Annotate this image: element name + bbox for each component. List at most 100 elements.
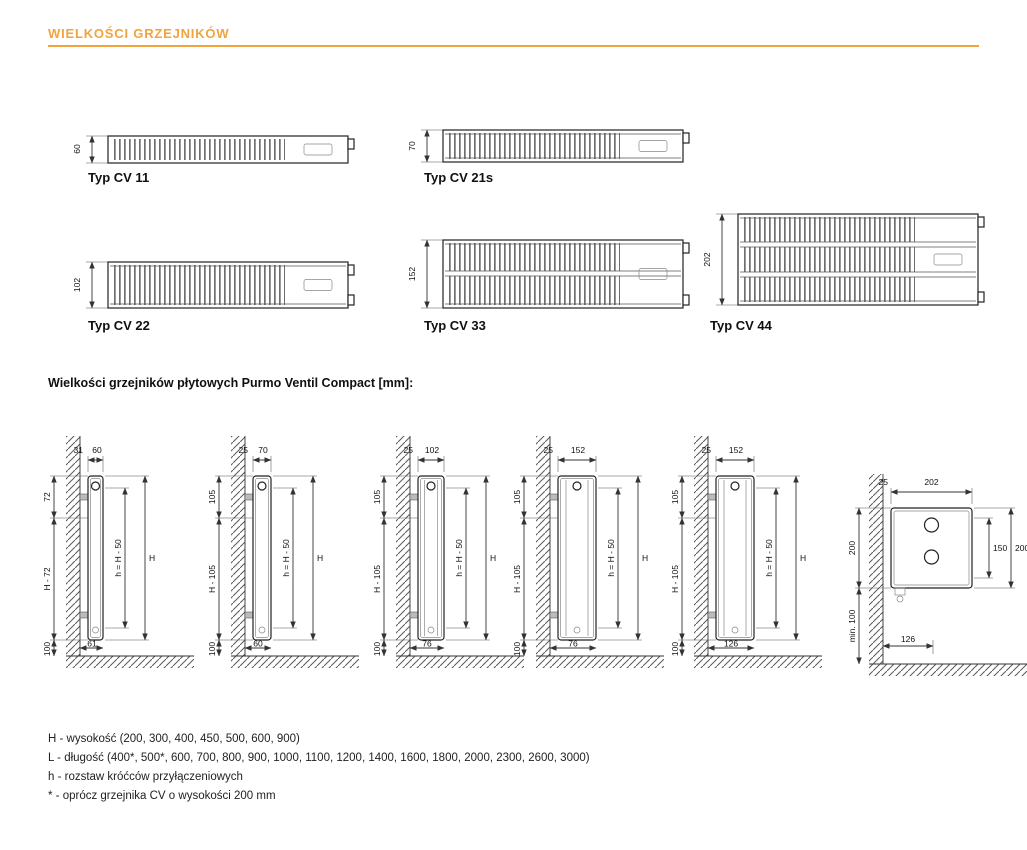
svg-text:H - 105: H - 105: [670, 565, 680, 593]
floor: [536, 655, 664, 668]
svg-text:152: 152: [571, 445, 585, 455]
type-label-cv44: Typ CV 44: [710, 318, 772, 333]
svg-text:202: 202: [924, 477, 938, 487]
legend-line-connections: h - rozstaw króćców przyłączeniowych: [48, 770, 243, 783]
type-label-cv33: Typ CV 33: [424, 318, 486, 333]
plan-view-cv21s: 70: [407, 129, 690, 163]
svg-text:100: 100: [42, 642, 52, 656]
floor: [231, 655, 359, 668]
svg-text:25: 25: [702, 445, 712, 455]
svg-text:70: 70: [407, 141, 417, 151]
radiator-profile: [549, 475, 597, 641]
header-rule: [48, 45, 979, 47]
legend-line-length: L - długość (400*, 500*, 600, 700, 800, …: [48, 751, 590, 764]
legend-line-height: H - wysokość (200, 300, 400, 450, 500, 6…: [48, 733, 300, 745]
svg-text:h = H - 50: h = H - 50: [764, 539, 774, 577]
wall: [396, 436, 411, 656]
type-label-cv11: Typ CV 11: [88, 170, 150, 185]
depth-dimension: 102: [72, 261, 108, 309]
plan-view-cv44: 202: [702, 213, 985, 306]
svg-text:H - 105: H - 105: [207, 565, 217, 593]
wall: [694, 436, 709, 656]
section-title: Wielkości grzejników płytowych Purmo Ven…: [48, 376, 414, 390]
dimensions: 102 25 105 H - 105 100 h = H - 50 H 76: [372, 445, 496, 657]
svg-text:105: 105: [670, 490, 680, 504]
svg-text:25: 25: [404, 445, 414, 455]
svg-text:105: 105: [207, 490, 217, 504]
radiator-profile: [707, 475, 755, 641]
svg-text:202: 202: [702, 252, 712, 266]
type-label-cv21s: Typ CV 21s: [424, 170, 494, 185]
svg-text:105: 105: [512, 490, 522, 504]
svg-text:h = H - 50: h = H - 50: [606, 539, 616, 577]
svg-text:h = H - 50: h = H - 50: [454, 539, 464, 577]
floor: [869, 663, 1027, 676]
svg-text:h = H - 50: h = H - 50: [113, 539, 123, 577]
dimensions: 70 25 105 H - 105 100 h = H - 50 H 60: [207, 445, 323, 657]
svg-text:31: 31: [74, 445, 84, 455]
svg-text:152: 152: [729, 445, 743, 455]
svg-text:100: 100: [372, 642, 382, 656]
svg-text:200: 200: [1015, 543, 1027, 553]
dimensions: 152 25 105 H - 105 100 h = H - 50 H 126: [670, 445, 806, 657]
svg-text:126: 126: [724, 639, 738, 649]
svg-text:H: H: [317, 553, 323, 563]
dimensions: 152 25 105 H - 105 100 h = H - 50 H 76: [512, 445, 648, 657]
radiator-profile: [244, 475, 272, 641]
page-title: WIELKOŚCI GRZEJNIKÓW: [48, 26, 230, 41]
plan-view-cv22: 102: [72, 261, 355, 309]
svg-text:60: 60: [253, 639, 263, 649]
svg-text:60: 60: [72, 144, 82, 154]
floor: [66, 655, 194, 668]
legend-line-footnote: * - oprócz grzejnika CV o wysokości 200 …: [48, 789, 276, 802]
svg-text:H: H: [642, 553, 648, 563]
radiator-profile: [79, 475, 104, 641]
dimensions: 60 31 72 H - 72 100 h = H - 50 H 61: [42, 445, 155, 657]
svg-text:76: 76: [422, 639, 432, 649]
wall: [231, 436, 246, 656]
svg-text:25: 25: [544, 445, 554, 455]
side-view-cv21s: 70 25 105 H - 105 100 h = H - 50 H 60: [207, 436, 359, 668]
side-view-cv11: 60 31 72 H - 72 100 h = H - 50 H 61: [42, 436, 194, 668]
radiator-body: [737, 213, 985, 306]
svg-text:152: 152: [407, 267, 417, 281]
svg-text:100: 100: [670, 642, 680, 656]
svg-text:25: 25: [239, 445, 249, 455]
side-view-cv44: 152 25 105 H - 105 100 h = H - 50 H 126: [670, 436, 822, 668]
svg-text:H - 72: H - 72: [42, 567, 52, 590]
side-view-cv22: 102 25 105 H - 105 100 h = H - 50 H 76: [372, 436, 524, 668]
svg-text:H - 105: H - 105: [372, 565, 382, 593]
svg-text:60: 60: [92, 445, 102, 455]
svg-text:61: 61: [87, 639, 97, 649]
radiator-body: [107, 135, 355, 164]
legend: H - wysokość (200, 300, 400, 450, 500, 6…: [48, 730, 590, 806]
side-view-cv33: 152 25 105 H - 105 100 h = H - 50 H 76: [512, 436, 664, 668]
svg-text:70: 70: [258, 445, 268, 455]
dimensions: 202 25 200 min. 100 126 150 200: [847, 477, 1027, 665]
svg-text:H - 105: H - 105: [512, 565, 522, 593]
wall: [536, 436, 551, 656]
svg-text:102: 102: [72, 278, 82, 292]
svg-text:150: 150: [993, 543, 1007, 553]
floor: [396, 655, 524, 668]
plan-view-cv11: 60: [72, 135, 355, 164]
depth-dimension: 152: [407, 239, 443, 309]
svg-text:72: 72: [42, 492, 52, 502]
corner-view-cv44: 202 25 200 min. 100 126 150 200: [847, 474, 1027, 676]
depth-dimension: 70: [407, 129, 443, 163]
svg-text:105: 105: [372, 490, 382, 504]
svg-text:126: 126: [901, 634, 915, 644]
depth-dimension: 202: [702, 213, 738, 306]
floor: [694, 655, 822, 668]
wall: [869, 474, 884, 664]
svg-text:min. 100: min. 100: [847, 609, 857, 642]
radiator-body: [442, 239, 690, 309]
svg-text:100: 100: [512, 642, 522, 656]
svg-text:H: H: [800, 553, 806, 563]
radiator-profile: [409, 475, 445, 641]
svg-text:76: 76: [568, 639, 578, 649]
svg-text:H: H: [490, 553, 496, 563]
wall: [66, 436, 81, 656]
svg-text:h = H - 50: h = H - 50: [281, 539, 291, 577]
